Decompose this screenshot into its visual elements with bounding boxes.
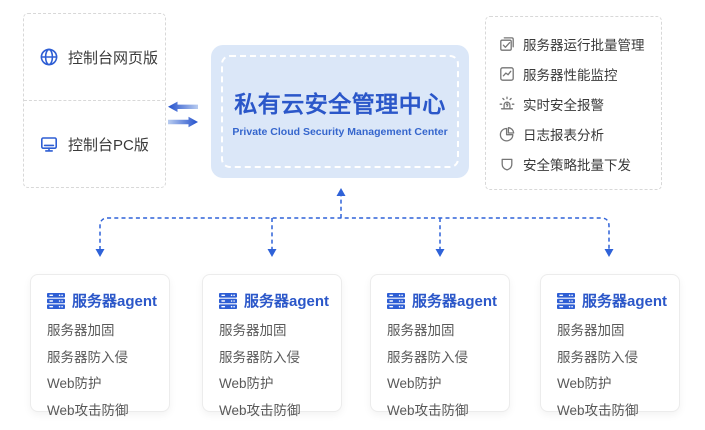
agent-card: 服务器agent 服务器加固 服务器防入侵 Web防护 Web攻击防御 [30, 274, 170, 418]
agent-feature-list: 服务器加固 服务器防入侵 Web防护 Web攻击防御 [219, 318, 341, 424]
pie-chart-icon [499, 127, 515, 142]
line-chart-icon [500, 67, 514, 81]
server-icon [557, 292, 575, 309]
server-icon [219, 292, 237, 309]
server-icon [387, 292, 405, 309]
feature-label: 实时安全报警 [523, 98, 604, 113]
connector-trunk [99, 217, 610, 250]
arrow-down-icon [435, 249, 445, 257]
agent-feature: Web攻击防御 [219, 402, 301, 418]
feature-label: 安全策略批量下发 [523, 158, 631, 173]
agent-feature-list: 服务器加固 服务器防入侵 Web防护 Web攻击防御 [557, 318, 679, 424]
feature-row: 安全策略批量下发 [486, 149, 661, 179]
center-panel-inner: 私有云安全管理中心 Private Cloud Security Managem… [221, 55, 459, 168]
console-web-label: 控制台网页版 [68, 49, 159, 67]
feature-label: 日志报表分析 [523, 128, 604, 143]
agent-title-row: 服务器agent [219, 290, 341, 311]
feature-row: 实时安全报警 [486, 89, 661, 119]
agent-feature: Web防护 [557, 376, 612, 391]
exchange-arrows-icon [168, 101, 198, 128]
agent-card: 服务器agent 服务器加固 服务器防入侵 Web防护 Web攻击防御 [370, 274, 510, 418]
arrow-up-icon [336, 188, 346, 196]
clipboard-check-icon [500, 37, 514, 51]
center-title: 私有云安全管理中心 [234, 91, 446, 117]
agent-feature: Web攻击防御 [387, 402, 469, 418]
agent-feature: 服务器防入侵 [557, 349, 638, 365]
server-icon [47, 292, 65, 309]
console-panel: 控制台网页版 控制台PC版 [23, 13, 166, 188]
feature-row: 服务器性能监控 [486, 59, 661, 89]
agent-feature: Web防护 [387, 376, 442, 391]
agent-title: 服务器agent [244, 293, 330, 310]
agent-card: 服务器agent 服务器加固 服务器防入侵 Web防护 Web攻击防御 [540, 274, 680, 418]
arrow-down-icon [95, 249, 105, 257]
arrow-right-icon [168, 116, 198, 128]
agent-feature: 服务器加固 [219, 323, 287, 338]
feature-label: 服务器性能监控 [523, 68, 618, 83]
agent-feature: 服务器加固 [557, 323, 625, 338]
agent-title: 服务器agent [412, 293, 498, 310]
agent-feature: 服务器加固 [387, 323, 455, 338]
agent-feature: Web防护 [47, 376, 102, 391]
console-pc-label: 控制台PC版 [68, 136, 149, 154]
feature-label: 服务器运行批量管理 [523, 38, 645, 53]
console-web-row: 控制台网页版 [24, 14, 165, 100]
console-pc-row: 控制台PC版 [24, 100, 165, 187]
arrow-left-icon [168, 101, 198, 112]
agent-title-row: 服务器agent [387, 290, 509, 311]
monitor-icon [40, 137, 57, 152]
globe-icon [40, 48, 58, 66]
agent-title: 服务器agent [582, 293, 668, 310]
arrow-down-icon [267, 249, 277, 257]
center-subtitle: Private Cloud Security Management Center [232, 126, 448, 138]
agent-feature: Web攻击防御 [47, 402, 129, 418]
center-panel: 私有云安全管理中心 Private Cloud Security Managem… [211, 45, 469, 178]
agent-feature: Web攻击防御 [557, 402, 639, 418]
agent-card: 服务器agent 服务器加固 服务器防入侵 Web防护 Web攻击防御 [202, 274, 342, 418]
agent-title-row: 服务器agent [557, 290, 679, 311]
agent-feature: 服务器防入侵 [219, 349, 300, 365]
feature-row: 服务器运行批量管理 [486, 29, 661, 59]
agent-feature-list: 服务器加固 服务器防入侵 Web防护 Web攻击防御 [47, 318, 169, 424]
agent-feature-list: 服务器加固 服务器防入侵 Web防护 Web攻击防御 [387, 318, 509, 424]
agent-feature: 服务器防入侵 [387, 349, 468, 365]
agent-feature: Web防护 [219, 376, 274, 391]
feature-row: 日志报表分析 [486, 119, 661, 149]
agent-title-row: 服务器agent [47, 290, 169, 311]
agent-feature: 服务器防入侵 [47, 349, 128, 365]
arrow-down-icon [604, 249, 614, 257]
shield-icon [501, 158, 513, 171]
feature-panel: 服务器运行批量管理 服务器性能监控 实时安全报警 日志报表分析 [485, 16, 662, 190]
agent-feature: 服务器加固 [47, 323, 115, 338]
alarm-icon [499, 96, 515, 110]
agent-title: 服务器agent [72, 293, 158, 310]
